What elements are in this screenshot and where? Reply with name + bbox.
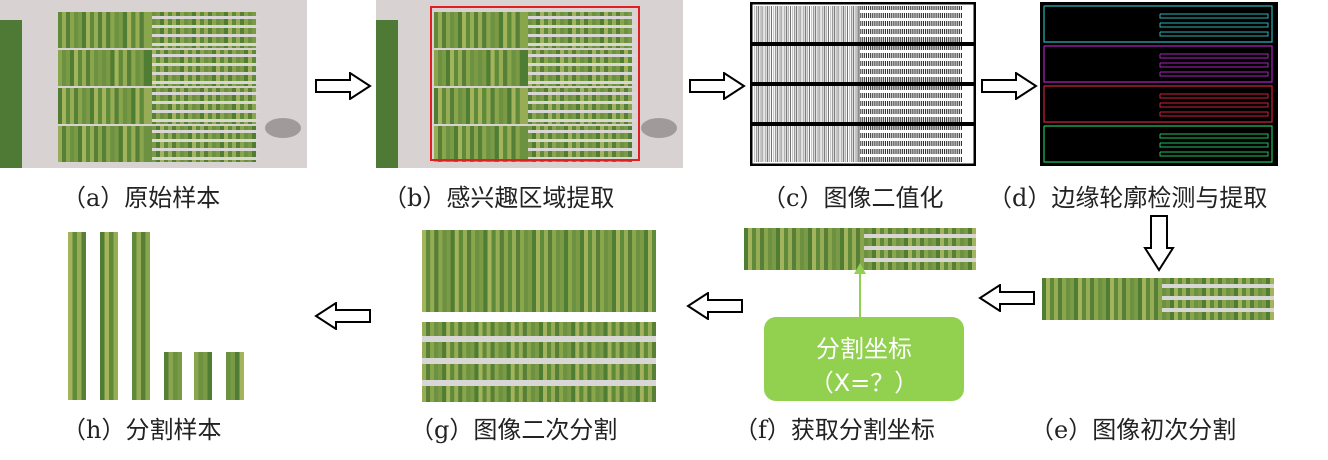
arrow-left-icon <box>686 292 743 320</box>
arrow-right-icon <box>981 72 1038 100</box>
panel-b-roi-extraction <box>376 0 683 168</box>
panel-g-secondary-segmentation-bottom <box>422 322 656 402</box>
sample-strips-image <box>68 232 244 400</box>
aerial-field-image <box>0 0 307 168</box>
callout-formula: （X=？） <box>809 369 919 397</box>
dense-plot-image <box>422 230 656 312</box>
pointer-arrow-icon <box>854 263 866 318</box>
caption-g: （g）图像二次分割 <box>410 416 618 444</box>
segmentation-coordinate-callout: 分割坐标 （X=？） <box>764 317 964 401</box>
panel-h-segmented-samples <box>66 230 250 402</box>
row-strips-image <box>422 322 656 402</box>
caption-d: （d）边缘轮廓检测与提取 <box>988 184 1268 212</box>
caption-b: （b）感兴趣区域提取 <box>383 184 615 212</box>
caption-c: （c）图像二值化 <box>762 184 944 212</box>
arrow-right-icon <box>315 72 372 100</box>
arrow-left-icon <box>314 302 371 330</box>
callout-title: 分割坐标 <box>816 335 912 363</box>
caption-h: （h）分割样本 <box>62 416 222 444</box>
panel-f-coordinate-strip <box>744 228 976 270</box>
caption-f: （f）获取分割坐标 <box>734 416 935 444</box>
arrow-left-icon <box>978 284 1035 312</box>
panel-a-original-sample <box>0 0 307 168</box>
caption-e: （e）图像初次分割 <box>1030 416 1237 444</box>
binary-image <box>750 2 976 166</box>
segmented-strip-image <box>1042 278 1274 320</box>
panel-c-binarization <box>750 2 976 166</box>
aerial-field-roi-image <box>376 0 683 168</box>
coordinate-strip-image <box>744 228 976 270</box>
panel-e-initial-segmentation <box>1042 278 1274 320</box>
panel-g-secondary-segmentation-top <box>422 230 656 312</box>
panel-d-contour-detection <box>1040 2 1278 166</box>
contour-image <box>1040 2 1278 166</box>
arrow-down-icon <box>1143 215 1175 272</box>
arrow-right-icon <box>689 72 746 100</box>
caption-a: （a）原始样本 <box>62 184 221 212</box>
